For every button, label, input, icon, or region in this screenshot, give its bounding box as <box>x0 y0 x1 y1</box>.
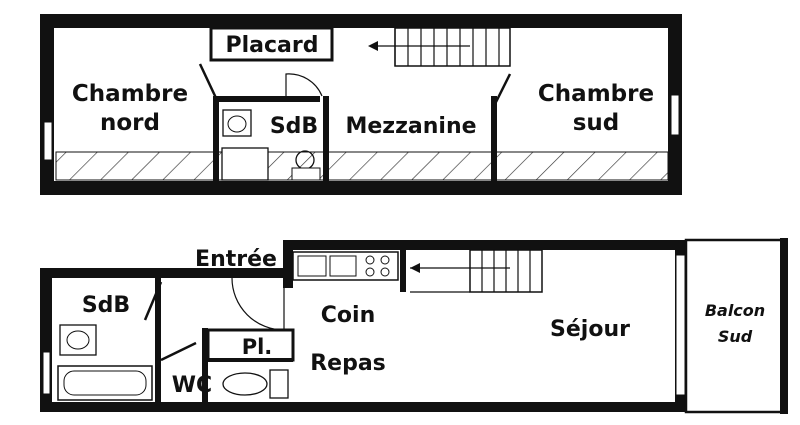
entrance-door-arc <box>231 277 285 331</box>
coin-label: Coin <box>321 303 375 328</box>
kitchen-counter <box>292 251 399 281</box>
chambre-nord-label-line2: nord <box>100 110 160 136</box>
lower-sdb-label: SdB <box>82 293 130 318</box>
chambre-nord-label-line1: Chambre <box>72 81 188 107</box>
upper-bathroom-fixtures <box>221 109 321 181</box>
wc-label: WC <box>172 373 212 398</box>
upper-sdb-label: SdB <box>270 114 318 139</box>
balcony-outline <box>684 238 788 414</box>
lower-stair <box>410 249 543 293</box>
balcon-label-line2: Sud <box>718 327 753 346</box>
placard-label: Placard <box>226 33 319 58</box>
entree-label: Entrée <box>195 247 277 272</box>
upper-floor: Chambre nord Placard SdB Mezzanine Chamb… <box>40 14 682 195</box>
repas-label: Repas <box>310 351 386 376</box>
placard-box <box>209 26 334 62</box>
mezzanine-label: Mezzanine <box>345 114 476 139</box>
upper-stair <box>368 27 511 67</box>
lower-floor: Entrée SdB Pl. WC Coin Repas Séjour Balc… <box>40 238 788 414</box>
balcon-label-line1: Balcon <box>705 301 765 320</box>
chambre-sud-label-line1: Chambre <box>538 81 654 107</box>
lower-bathroom-fixtures <box>57 324 289 401</box>
sejour-label: Séjour <box>550 317 630 342</box>
sloped-ceiling-hatch <box>55 151 669 181</box>
pl-label: Pl. <box>242 335 273 359</box>
chambre-sud-label-line2: sud <box>573 110 620 136</box>
